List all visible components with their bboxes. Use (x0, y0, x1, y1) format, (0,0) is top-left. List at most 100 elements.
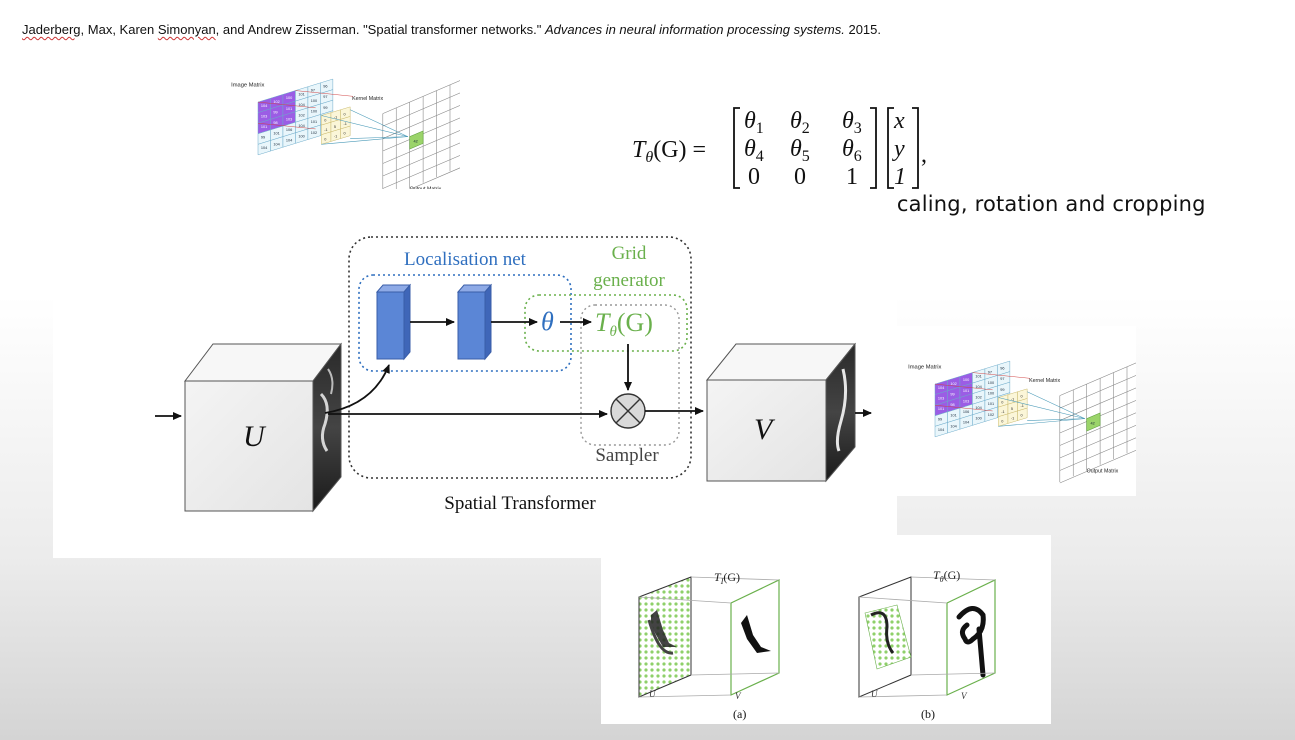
transform-label-a: TI(G) (714, 570, 740, 586)
image-matrix-cell: 97 (1000, 377, 1004, 381)
image-matrix-cell: 102 (988, 413, 994, 417)
input-label-u: U (243, 420, 267, 453)
u-label-b: U (871, 689, 878, 699)
image-matrix-cell: 100 (963, 378, 969, 382)
spatial-transformer-box (348, 236, 692, 479)
kernel-matrix-cell: 5 (1011, 407, 1013, 411)
input-feature-map-u: U (183, 342, 343, 513)
image-matrix-cell: 99 (261, 136, 265, 140)
equation-lhs: T (632, 137, 647, 163)
image-matrix-cell: 102 (975, 395, 981, 399)
kernel-matrix-cell: -1 (334, 115, 337, 119)
image-matrix-cell: 102 (273, 100, 279, 104)
grid-label-line2: generator (593, 270, 665, 291)
sampler-box (580, 304, 680, 446)
image-matrix-cell: 99 (938, 418, 942, 422)
image-matrix-cell: 101 (273, 132, 279, 136)
u-label-a: U (649, 689, 656, 699)
transform-label-b: Tθ(G) (933, 568, 960, 584)
image-matrix-cell: 104 (963, 420, 970, 424)
image-matrix-cell: 104 (286, 138, 293, 142)
image-matrix-cell: 99 (1000, 388, 1004, 392)
svg-text:Tθ(G) =: Tθ(G) = (632, 137, 706, 166)
image-matrix-cell: 101 (298, 92, 304, 96)
image-matrix-cell: 101 (311, 120, 317, 124)
kernel-matrix-cell: -1 (1011, 417, 1014, 421)
kernel-matrix-cell: -1 (1011, 397, 1014, 401)
image-matrix-cell: 96 (1000, 367, 1004, 371)
sampler-label: Sampler (595, 445, 659, 466)
output-cell-value: 42 (1091, 421, 1095, 425)
equation-comma: , (921, 142, 927, 168)
matrix-entry: 0 (748, 164, 760, 190)
kernel-matrix-cell: 0 (1001, 419, 1003, 423)
localisation-net-label: Localisation net (404, 249, 527, 270)
vector-entry: y (892, 136, 905, 162)
spatial-transformer-title: Spatial Transformer (444, 493, 596, 514)
image-matrix-cell: 101 (975, 374, 981, 378)
image-matrix-cell: 100 (975, 417, 981, 421)
image-matrix-cell: 98 (950, 403, 954, 407)
localisation-net-box (358, 274, 572, 372)
kernel-matrix-cell: 0 (343, 113, 345, 117)
image-matrix-cell: 97 (988, 371, 992, 375)
image-matrix-cell: 100 (298, 135, 304, 139)
transform-label: Tθ(G) (595, 308, 653, 340)
v-label-a: V (735, 691, 742, 701)
kernel-matrix-cell: 0 (1020, 414, 1022, 418)
image-matrix-label: Image Matrix (231, 83, 264, 89)
kernel-matrix-cell: 0 (324, 137, 326, 141)
image-matrix-cell: 100 (988, 392, 994, 396)
image-matrix-cell: 104 (298, 124, 305, 128)
image-matrix-cell: 104 (975, 406, 982, 410)
citation-author-simonyan: Simonyan (157, 22, 216, 37)
image-matrix-cell: 101 (286, 107, 292, 111)
matrix-entry: 0 (794, 164, 806, 190)
output-matrix-label: Output Matrix (1087, 468, 1119, 474)
vector-entry: 1 (894, 164, 906, 190)
citation-title: , and Andrew Zisserman. "Spatial transfo… (215, 22, 545, 37)
matrix-entry: θ2 (790, 108, 810, 137)
kernel-matrix-cell: 5 (334, 125, 336, 129)
image-matrix-cell: 103 (963, 399, 969, 403)
kernel-matrix-cell: 0 (1001, 400, 1003, 404)
image-matrix-cell: 104 (938, 386, 945, 390)
grid-sampling-figure: TI(G) U V (a) Tθ(G) U V (b) (601, 535, 1051, 724)
image-matrix-cell: 106 (963, 410, 969, 414)
kernel-matrix-label: Kernel Matrix (352, 96, 383, 102)
image-matrix-cell: 100 (311, 110, 317, 114)
image-matrix-cell: 97 (311, 89, 315, 93)
image-matrix-cell: 104 (273, 142, 280, 146)
kernel-matrix-cell: 0 (324, 118, 326, 122)
image-matrix-cell: 102 (311, 131, 317, 135)
kernel-matrix-cell: -1 (343, 122, 346, 126)
citation-author-jaderberg: Jaderberg (22, 22, 81, 37)
image-matrix-cell: 104 (261, 146, 268, 150)
image-matrix-cell: 100 (988, 381, 994, 385)
image-matrix-cell: 99 (273, 111, 277, 115)
image-matrix-cell: 104 (950, 424, 957, 428)
image-matrix-cell: 101 (963, 389, 969, 393)
image-matrix-cell: 101 (938, 407, 944, 411)
image-matrix-cell: 99 (323, 106, 327, 110)
matrix-entry: θ4 (744, 136, 764, 165)
grid-example-b: Tθ(G) U V (b) (858, 568, 996, 721)
image-matrix-cell: 100 (286, 96, 292, 100)
image-matrix-cell: 101 (950, 414, 956, 418)
sampler-node (610, 393, 646, 429)
localisation-layer-2 (456, 283, 493, 361)
spatial-transformer-diagram: Localisation net Grid generator Sampler … (155, 236, 872, 514)
image-matrix-cell: 101 (261, 125, 267, 129)
subfigure-label-a: (a) (733, 707, 746, 721)
grid-generator-box (524, 294, 688, 352)
image-matrix-label: Image Matrix (908, 365, 941, 371)
matrix-entry: 1 (846, 164, 858, 190)
matrix-entry: θ5 (790, 136, 810, 165)
equation-lhs-sub: θ (645, 149, 653, 166)
image-matrix-cell: 101 (988, 402, 994, 406)
image-matrix-cell: 98 (273, 121, 277, 125)
image-matrix-cell: 103 (938, 396, 944, 400)
